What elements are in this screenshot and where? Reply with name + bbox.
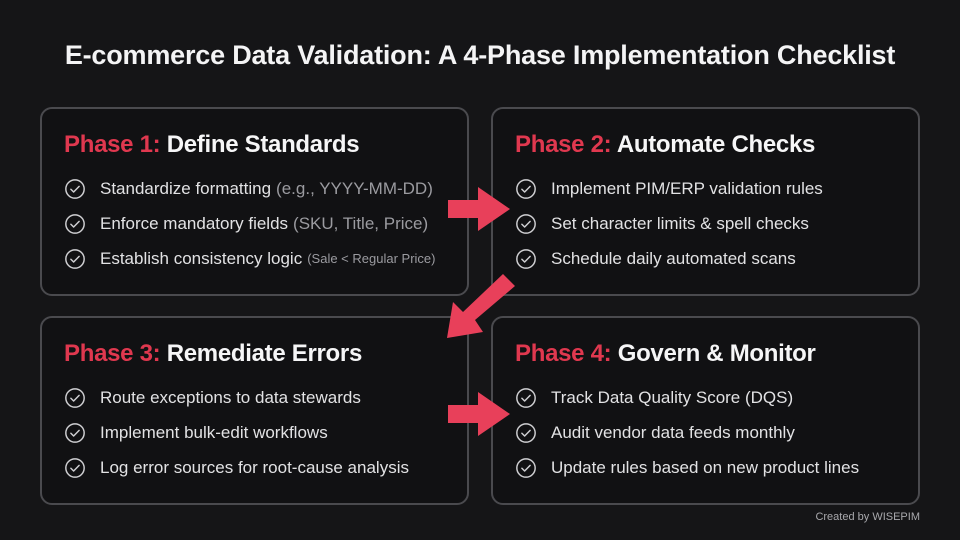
check-circle-icon (516, 422, 536, 443)
check-circle-icon (516, 213, 536, 234)
item-text: Enforce mandatory fields (100, 213, 289, 233)
phase-3-title: Phase 3: Remediate Errors (64, 340, 467, 368)
phase-1-card: Phase 1: Define Standards Standardize fo… (40, 107, 469, 296)
check-circle-icon (65, 213, 85, 234)
item-text: Standardize formatting (100, 178, 272, 198)
item-text: Log error sources for root-cause analysi… (100, 457, 409, 477)
check-circle-icon (65, 248, 85, 269)
item-text: Establish consistency logic (100, 248, 303, 268)
item-text: Audit vendor data feeds monthly (551, 422, 795, 442)
phase-3-card: Phase 3: Remediate Errors Route exceptio… (40, 316, 469, 505)
arrow-right-icon (448, 392, 510, 436)
item-text: Schedule daily automated scans (551, 248, 796, 268)
phase-label: Phase 2: (515, 131, 612, 158)
checklist-item: Enforce mandatory fields (SKU, Title, Pr… (64, 206, 467, 241)
item-note: (Sale < Regular Price) (307, 251, 436, 266)
item-note: (SKU, Title, Price) (293, 213, 429, 233)
credit-text: Created by WISEPIM (815, 511, 920, 523)
item-text: Implement bulk-edit workflows (100, 422, 328, 442)
check-circle-icon (516, 457, 536, 478)
arrow-down-left-icon (447, 274, 515, 338)
arrow-right-icon (448, 187, 510, 231)
checklist-item: Implement bulk-edit workflows (64, 415, 467, 450)
phase-2-title: Phase 2: Automate Checks (515, 131, 918, 159)
phase-4-title: Phase 4: Govern & Monitor (515, 340, 918, 368)
checklist-item: Audit vendor data feeds monthly (515, 415, 918, 450)
phase-name: Govern & Monitor (617, 340, 816, 367)
page-title: E-commerce Data Validation: A 4-Phase Im… (64, 40, 896, 70)
checklist-item: Establish consistency logic (Sale < Regu… (64, 241, 467, 276)
phase-name: Remediate Errors (166, 340, 363, 367)
item-text: Implement PIM/ERP validation rules (551, 178, 823, 198)
phase-1-checklist: Standardize formatting (e.g., YYYY-MM-DD… (64, 171, 467, 276)
check-circle-icon (516, 248, 536, 269)
phase-4-card: Phase 4: Govern & Monitor Track Data Qua… (491, 316, 920, 505)
checklist-item: Track Data Quality Score (DQS) (515, 380, 918, 415)
phase-2-card: Phase 2: Automate Checks Implement PIM/E… (491, 107, 920, 296)
phase-name: Define Standards (166, 131, 360, 158)
item-note: (e.g., YYYY-MM-DD) (276, 178, 433, 198)
item-text: Track Data Quality Score (DQS) (551, 387, 794, 407)
phase-label: Phase 4: (515, 340, 612, 367)
checklist-item: Implement PIM/ERP validation rules (515, 171, 918, 206)
checklist-item: Update rules based on new product lines (515, 450, 918, 485)
check-circle-icon (65, 422, 85, 443)
phase-name: Automate Checks (616, 131, 816, 158)
item-text: Route exceptions to data stewards (100, 387, 361, 407)
phase-4-checklist: Track Data Quality Score (DQS) Audit ven… (515, 380, 918, 485)
check-circle-icon (516, 387, 536, 408)
item-text: Set character limits & spell checks (551, 213, 809, 233)
checklist-item: Set character limits & spell checks (515, 206, 918, 241)
check-circle-icon (516, 178, 536, 199)
phase-label: Phase 1: (64, 131, 161, 158)
check-circle-icon (65, 457, 85, 478)
phase-2-checklist: Implement PIM/ERP validation rules Set c… (515, 171, 918, 276)
checklist-item: Log error sources for root-cause analysi… (64, 450, 467, 485)
checklist-item: Standardize formatting (e.g., YYYY-MM-DD… (64, 171, 467, 206)
check-circle-icon (65, 387, 85, 408)
checklist-item: Schedule daily automated scans (515, 241, 918, 276)
check-circle-icon (65, 178, 85, 199)
phase-3-checklist: Route exceptions to data stewards Implem… (64, 380, 467, 485)
item-text: Update rules based on new product lines (551, 457, 860, 477)
phase-label: Phase 3: (64, 340, 161, 367)
checklist-item: Route exceptions to data stewards (64, 380, 467, 415)
phase-1-title: Phase 1: Define Standards (64, 131, 467, 159)
